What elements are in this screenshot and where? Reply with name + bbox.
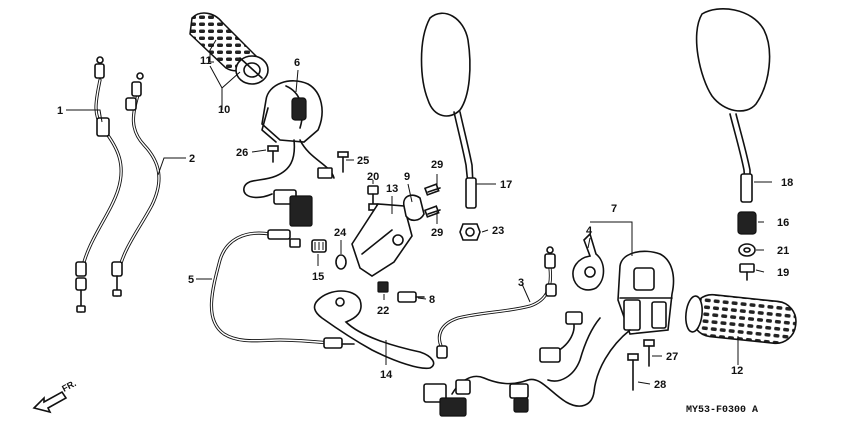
callout-26: 26 bbox=[236, 147, 248, 159]
callout-20: 20 bbox=[367, 171, 379, 183]
callout-22: 22 bbox=[377, 305, 389, 317]
choke-lever-4 bbox=[572, 232, 605, 291]
callout-11: 11 bbox=[200, 55, 212, 67]
callout-3: 3 bbox=[518, 277, 524, 289]
callout-19: 19 bbox=[777, 267, 789, 279]
callout-16: 16 bbox=[777, 217, 789, 229]
callout-28: 28 bbox=[654, 379, 666, 391]
mirror-left bbox=[420, 12, 477, 209]
callout-12: 12 bbox=[731, 365, 743, 377]
nut-21 bbox=[738, 243, 756, 257]
mirror-right bbox=[695, 8, 771, 203]
callout-27: 27 bbox=[666, 351, 678, 363]
pivot-bolt-15 bbox=[311, 239, 327, 253]
callout-24: 24 bbox=[334, 227, 347, 239]
nut-23 bbox=[459, 223, 481, 241]
callout-17: 17 bbox=[500, 179, 512, 191]
diagram-code: MY53-F0300 A bbox=[686, 405, 758, 416]
lever-bracket-13 bbox=[351, 203, 413, 277]
switch-housing-left bbox=[617, 250, 675, 335]
callout-6: 6 bbox=[294, 57, 300, 69]
callout-14: 14 bbox=[380, 369, 393, 381]
callout-13: 13 bbox=[386, 183, 398, 195]
grip-left bbox=[685, 293, 797, 345]
screw-27 bbox=[643, 339, 655, 367]
screw-26 bbox=[267, 145, 279, 163]
callout-18: 18 bbox=[781, 177, 793, 189]
brake-lever-14 bbox=[313, 290, 435, 370]
screw-25 bbox=[337, 151, 349, 173]
clutch-cable bbox=[209, 229, 355, 349]
holder-9 bbox=[402, 194, 425, 222]
wiring-harness bbox=[423, 311, 631, 417]
washer-24 bbox=[335, 254, 347, 270]
callout-4: 4 bbox=[586, 225, 593, 237]
callout-15: 15 bbox=[312, 271, 324, 283]
callout-29-lower: 29 bbox=[431, 227, 443, 239]
callout-labels: 1 2 3 4 5 6 7 8 9 10 11 12 13 14 15 16 1… bbox=[57, 55, 793, 391]
callout-25: 25 bbox=[357, 155, 369, 167]
leader-lines bbox=[66, 39, 772, 385]
choke-cable bbox=[436, 246, 557, 359]
callout-8: 8 bbox=[429, 294, 435, 306]
callout-10: 10 bbox=[218, 104, 230, 116]
callout-29-upper: 29 bbox=[431, 159, 443, 171]
throttle-grip bbox=[189, 12, 269, 85]
bolt-19 bbox=[739, 263, 755, 281]
callout-2: 2 bbox=[189, 153, 195, 165]
callout-1: 1 bbox=[57, 105, 63, 117]
adapter-16 bbox=[737, 211, 757, 235]
callout-21: 21 bbox=[777, 245, 789, 257]
front-direction-arrow bbox=[32, 390, 68, 414]
callout-9: 9 bbox=[404, 171, 410, 183]
bolt-29-upper bbox=[423, 183, 441, 196]
brake-switch-8 bbox=[397, 291, 425, 303]
throttle-cable-return bbox=[111, 72, 161, 297]
front-direction-label: FR. bbox=[60, 378, 77, 394]
switch-housing-right bbox=[243, 80, 335, 227]
callout-5: 5 bbox=[188, 274, 194, 286]
bolt-29-lower bbox=[423, 205, 441, 218]
callout-7: 7 bbox=[611, 203, 617, 215]
callout-23: 23 bbox=[492, 225, 504, 237]
screw-28 bbox=[627, 353, 639, 391]
nut-22 bbox=[377, 281, 389, 293]
